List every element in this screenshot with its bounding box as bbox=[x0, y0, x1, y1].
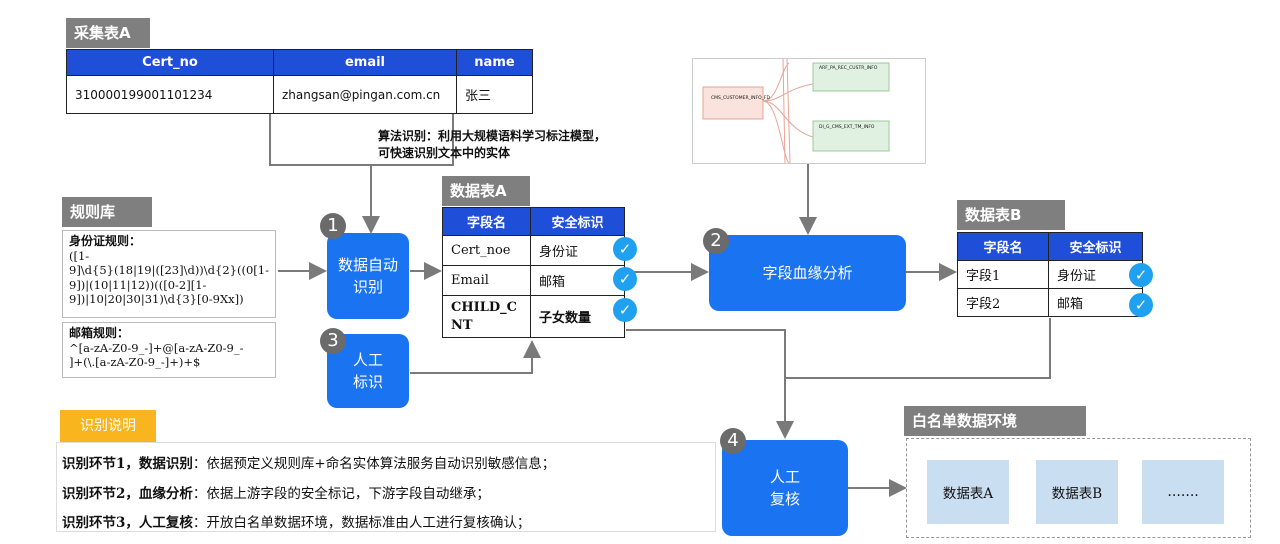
whitelist-title: 白名单数据环境 bbox=[904, 406, 1086, 436]
step4-manual-review: 人工复核 bbox=[722, 440, 848, 536]
annotation-line-2: 可快速识别文本中的实体 bbox=[378, 146, 511, 160]
step1-label-line: 数据自动 bbox=[337, 256, 398, 274]
step1-label-line: 识别 bbox=[352, 278, 383, 296]
data-a-field: Email bbox=[442, 265, 531, 296]
data-table-b-title: 数据表B bbox=[957, 200, 1065, 230]
lineage-node-bottom: DI_G_CMS_EXT_TM_INFO bbox=[819, 125, 875, 130]
step4-label-line: 人工 bbox=[769, 468, 800, 486]
step2-lineage-analysis: 字段血缘分析 bbox=[709, 235, 906, 311]
id-rule-title: 身份证规则： bbox=[69, 234, 142, 248]
email-rule-line: ]+(\.[a-zA-Z0-9_-]+)+$ bbox=[69, 355, 201, 369]
data-b-security: 身份证 bbox=[1048, 260, 1143, 289]
lineage-node-top: ARF_PA_REC_CUSTR_INFO bbox=[819, 66, 878, 71]
data-b-security: 邮箱 bbox=[1048, 288, 1143, 317]
check-icon: ✓ bbox=[1129, 263, 1153, 287]
explain-line-text: ：开放白名单数据环境，数据标准由人工进行复核确认； bbox=[192, 515, 531, 531]
data-a-header-field: 字段名 bbox=[442, 207, 531, 236]
id-rule-box: 身份证规则： ([1- 9]\d{5}(18|19|([23]\d))\d{2}… bbox=[62, 230, 276, 318]
data-a-security: 子女数量 bbox=[530, 295, 625, 338]
whitelist-item: 数据表B bbox=[1036, 460, 1118, 524]
whitelist-item: 数据表A bbox=[927, 460, 1009, 524]
collect-table: Cert_no email name 310000199001101234 zh… bbox=[66, 49, 533, 114]
explain-line-bold: 识别环节2，血缘分析 bbox=[62, 486, 193, 502]
step1-auto-identify: 数据自动识别 bbox=[327, 233, 409, 319]
lineage-graph bbox=[702, 59, 890, 163]
step4-number-badge: 4 bbox=[720, 428, 746, 454]
id-rule-line: ([1- bbox=[69, 248, 90, 263]
explain-box bbox=[56, 442, 716, 532]
data-a-field: CHILD_CNT bbox=[442, 295, 531, 338]
explain-line-text: ：依据预定义规则库+命名实体算法服务自动识别敏感信息； bbox=[192, 456, 556, 472]
data-a-header-security: 安全标识 bbox=[530, 207, 625, 236]
collect-header-email: email bbox=[273, 49, 457, 76]
explain-line-bold: 识别环节1，数据识别 bbox=[62, 456, 193, 472]
email-rule-line: ^[a-zA-Z0-9_-]+@[a-zA-Z0-9_- bbox=[69, 340, 244, 355]
explain-title: 识别说明 bbox=[60, 410, 156, 442]
explain-line-2: 识别环节2，血缘分析：依据上游字段的安全标记，下游字段自动继承； bbox=[62, 482, 490, 502]
whitelist-item: ……. bbox=[1142, 460, 1224, 524]
collect-cell-certno: 310000199001101234 bbox=[66, 75, 274, 114]
check-icon: ✓ bbox=[613, 237, 637, 261]
step4-label-line: 复核 bbox=[769, 490, 800, 508]
lineage-thumbnail: CMS_CUSTOMER_INFO_FD ARF_PA_REC_CUSTR_IN… bbox=[692, 58, 926, 164]
explain-line-3: 识别环节3，人工复核：开放白名单数据环境，数据标准由人工进行复核确认； bbox=[62, 511, 530, 531]
data-a-security: 身份证 bbox=[530, 235, 625, 266]
collect-header-name: name bbox=[456, 49, 533, 76]
collect-header-certno: Cert_no bbox=[66, 49, 274, 76]
collect-table-title: 采集表A bbox=[66, 18, 150, 48]
rules-title: 规则库 bbox=[62, 197, 152, 227]
data-b-header-field: 字段名 bbox=[957, 232, 1049, 261]
step3-label-line: 标识 bbox=[352, 373, 383, 391]
data-a-security: 邮箱 bbox=[530, 265, 625, 296]
id-rule-line: 9])|10|20|30|31)\d{3}[0-9Xx]) bbox=[69, 292, 244, 306]
data-a-field: Cert_noe bbox=[442, 235, 531, 266]
collect-cell-name: 张三 bbox=[456, 75, 533, 114]
id-rule-line: 9])|(10|11|12))(([0-2][1- bbox=[69, 277, 207, 292]
annotation-line-1: 算法识别：利用大规模语料学习标注模型， bbox=[378, 129, 607, 143]
whitelist-env bbox=[906, 438, 1251, 538]
check-icon: ✓ bbox=[1129, 293, 1153, 317]
email-rule-box: 邮箱规则： ^[a-zA-Z0-9_-]+@[a-zA-Z0-9_- ]+(\.… bbox=[62, 322, 276, 378]
email-rule-title: 邮箱规则： bbox=[69, 326, 130, 340]
step2-number-badge: 2 bbox=[703, 228, 729, 254]
lineage-node-left: CMS_CUSTOMER_INFO_FD bbox=[711, 96, 770, 101]
check-icon: ✓ bbox=[613, 298, 637, 322]
id-rule-line: 9]\d{5}(18|19|([23]\d))\d{2}((0[1- bbox=[69, 263, 269, 277]
explain-line-bold: 识别环节3，人工复核 bbox=[62, 515, 193, 531]
collect-cell-email: zhangsan@pingan.com.cn bbox=[273, 75, 457, 114]
data-b-header-security: 安全标识 bbox=[1048, 232, 1143, 261]
data-table-b: 字段名 安全标识 字段1 身份证 字段2 邮箱 bbox=[957, 232, 1143, 317]
step3-label-line: 人工 bbox=[352, 351, 383, 369]
data-b-field: 字段2 bbox=[957, 288, 1049, 317]
explain-line-1: 识别环节1，数据识别：依据预定义规则库+命名实体算法服务自动识别敏感信息； bbox=[62, 452, 555, 472]
check-icon: ✓ bbox=[613, 267, 637, 291]
algorithm-annotation: 算法识别：利用大规模语料学习标注模型， 可快速识别文本中的实体 bbox=[378, 128, 606, 162]
data-table-a: 字段名 安全标识 Cert_noe 身份证 Email 邮箱 CHILD_CNT… bbox=[442, 207, 625, 338]
step3-number-badge: 3 bbox=[320, 328, 346, 354]
step1-number-badge: 1 bbox=[320, 213, 346, 239]
explain-line-text: ：依据上游字段的安全标记，下游字段自动继承； bbox=[192, 486, 490, 502]
data-b-field: 字段1 bbox=[957, 260, 1049, 289]
data-table-a-title: 数据表A bbox=[442, 176, 530, 206]
